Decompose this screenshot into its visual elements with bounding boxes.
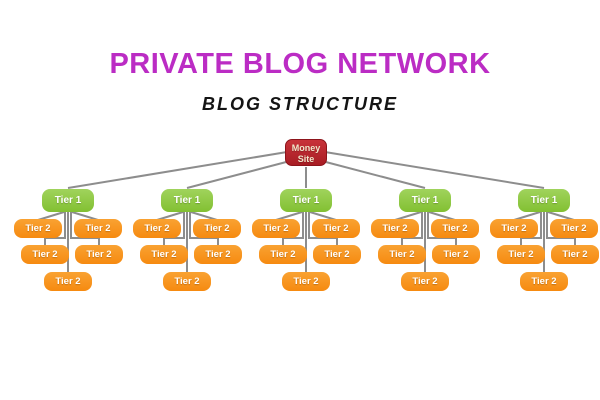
tier2-node: Tier 2 (313, 245, 361, 264)
tier2-node: Tier 2 (194, 245, 242, 264)
tier1-node: Tier 1 (280, 189, 332, 212)
tier2-node: Tier 2 (252, 219, 300, 238)
money-site-label-line2: Site (297, 153, 315, 164)
tier2-node: Tier 2 (74, 219, 122, 238)
tier1-cluster: Tier 1 Tier 2 Tier 2 Tier 2 Tier 2 Tier … (133, 189, 242, 291)
tier2-node: Tier 2 (163, 272, 211, 291)
tier2-node: Tier 2 (282, 272, 330, 291)
tier1-cluster: Tier 1 Tier 2 Tier 2 Tier 2 Tier 2 Tier … (490, 189, 599, 291)
page-title: PRIVATE BLOG NETWORK (109, 48, 491, 80)
tier2-node: Tier 2 (14, 219, 62, 238)
tier2-node: Tier 2 (75, 245, 123, 264)
tier2-node: Tier 2 (133, 219, 181, 238)
tier1-cluster: Tier 1 Tier 2 Tier 2 Tier 2 Tier 2 Tier … (371, 189, 480, 291)
tier2-node: Tier 2 (432, 245, 480, 264)
tier2-node: Tier 2 (401, 272, 449, 291)
tier2-node: Tier 2 (193, 219, 241, 238)
tier2-node: Tier 2 (551, 245, 599, 264)
tier1-cluster: Tier 1 Tier 2 Tier 2 Tier 2 Tier 2 Tier … (252, 189, 361, 291)
tier2-node: Tier 2 (378, 245, 426, 264)
tier1-node: Tier 1 (42, 189, 94, 212)
tier2-node: Tier 2 (312, 219, 360, 238)
money-site-node: Money Site (285, 139, 327, 166)
tier1-node: Tier 1 (518, 189, 570, 212)
tier2-node: Tier 2 (140, 245, 188, 264)
tier2-node: Tier 2 (431, 219, 479, 238)
tier2-node: Tier 2 (371, 219, 419, 238)
tier2-node: Tier 2 (490, 219, 538, 238)
tier2-node: Tier 2 (259, 245, 307, 264)
tier2-node: Tier 2 (21, 245, 69, 264)
tier2-node: Tier 2 (44, 272, 92, 291)
page-subtitle: BLOG STRUCTURE (202, 94, 398, 114)
tier2-node: Tier 2 (520, 272, 568, 291)
tier1-cluster: Tier 1 Tier 2 Tier 2 Tier 2 Tier 2 Tier … (14, 189, 123, 291)
money-site-label-line1: Money (291, 143, 321, 153)
tier2-node: Tier 2 (550, 219, 598, 238)
tier1-node: Tier 1 (399, 189, 451, 212)
tier2-node: Tier 2 (497, 245, 545, 264)
tier1-node: Tier 1 (161, 189, 213, 212)
